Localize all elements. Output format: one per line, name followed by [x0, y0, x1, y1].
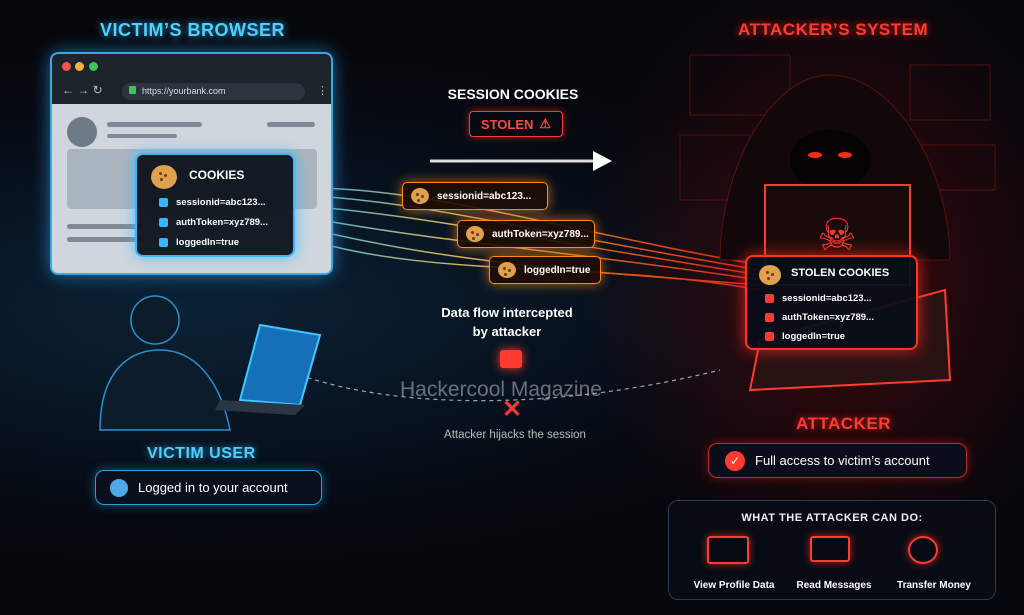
victim-status: Logged in to your account [95, 470, 322, 505]
cookie-chip: authToken=xyz789... [457, 220, 595, 248]
check-icon: ✓ [725, 450, 745, 471]
cookie-icon [151, 165, 177, 189]
intercept-text: Data flow intercepted [441, 305, 573, 320]
cookies-panel: COOKIES sessionid=abc123... authToken=xy… [135, 153, 295, 257]
cookie-icon [498, 262, 516, 278]
money-transfer-icon [908, 536, 938, 564]
user-icon [110, 478, 128, 497]
capabilities-title: WHAT THE ATTACKER CAN DO: [741, 512, 923, 524]
attacker-label: ATTACKER [796, 414, 891, 433]
attacker-title: ATTACKER’S SYSTEM [738, 20, 929, 39]
capabilities-box [668, 500, 996, 600]
session-cookies-heading: SESSION COOKIES [447, 86, 579, 102]
url-text: https://yourbank.com [142, 86, 226, 96]
cookie-sessionid: sessionid=abc123... [176, 197, 266, 208]
intercept-text-2: by attacker [472, 324, 542, 339]
profile-card-icon [707, 536, 749, 564]
cookie-item-icon [159, 218, 168, 227]
arrow-right-icon [593, 151, 612, 171]
skull-icon: ☠ [817, 211, 856, 260]
action-transfer-money: Transfer Money [897, 580, 971, 591]
x-icon: ✕ [502, 396, 523, 423]
envelope-icon [810, 536, 850, 562]
action-read-messages: Read Messages [796, 580, 872, 591]
cookie-icon [466, 226, 484, 242]
avatar [67, 117, 97, 147]
unlocked-lock-icon [500, 350, 522, 368]
stolen-cookies-panel: STOLEN COOKIES sessionid=abc123... authT… [745, 255, 918, 350]
victim-user-label: VICTIM USER [147, 445, 256, 462]
action-view-profile: View Profile Data [693, 580, 775, 591]
cookies-title: COOKIES [189, 168, 245, 182]
stolen-badge: STOLEN⚠ [469, 111, 563, 137]
cookie-chip: sessionid=abc123... [402, 182, 548, 210]
victim-title: VICTIM’S BROWSER [100, 20, 286, 40]
cookie-chip: loggedIn=true [489, 256, 601, 284]
cookie-authtoken: authToken=xyz789... [176, 217, 268, 228]
cookie-item-icon [159, 238, 168, 247]
watermark: Hackercool Magazine [400, 378, 602, 401]
address-bar[interactable]: https://yourbank.com [122, 83, 305, 100]
warning-icon: ⚠ [539, 116, 552, 131]
cookie-loggedin: loggedIn=true [176, 237, 240, 248]
hijack-text: Attacker hijacks the session [444, 429, 586, 441]
nav-icons[interactable]: ← → ↻ [62, 83, 103, 97]
cookie-item-icon [159, 198, 168, 207]
lock-icon [129, 86, 136, 94]
menu-icon[interactable]: ⋮ [317, 85, 328, 97]
access-status: ✓Full access to victim’s account [708, 443, 967, 478]
cookie-icon [759, 265, 781, 285]
cookie-icon [411, 188, 429, 204]
victim-user-figure [99, 295, 322, 431]
